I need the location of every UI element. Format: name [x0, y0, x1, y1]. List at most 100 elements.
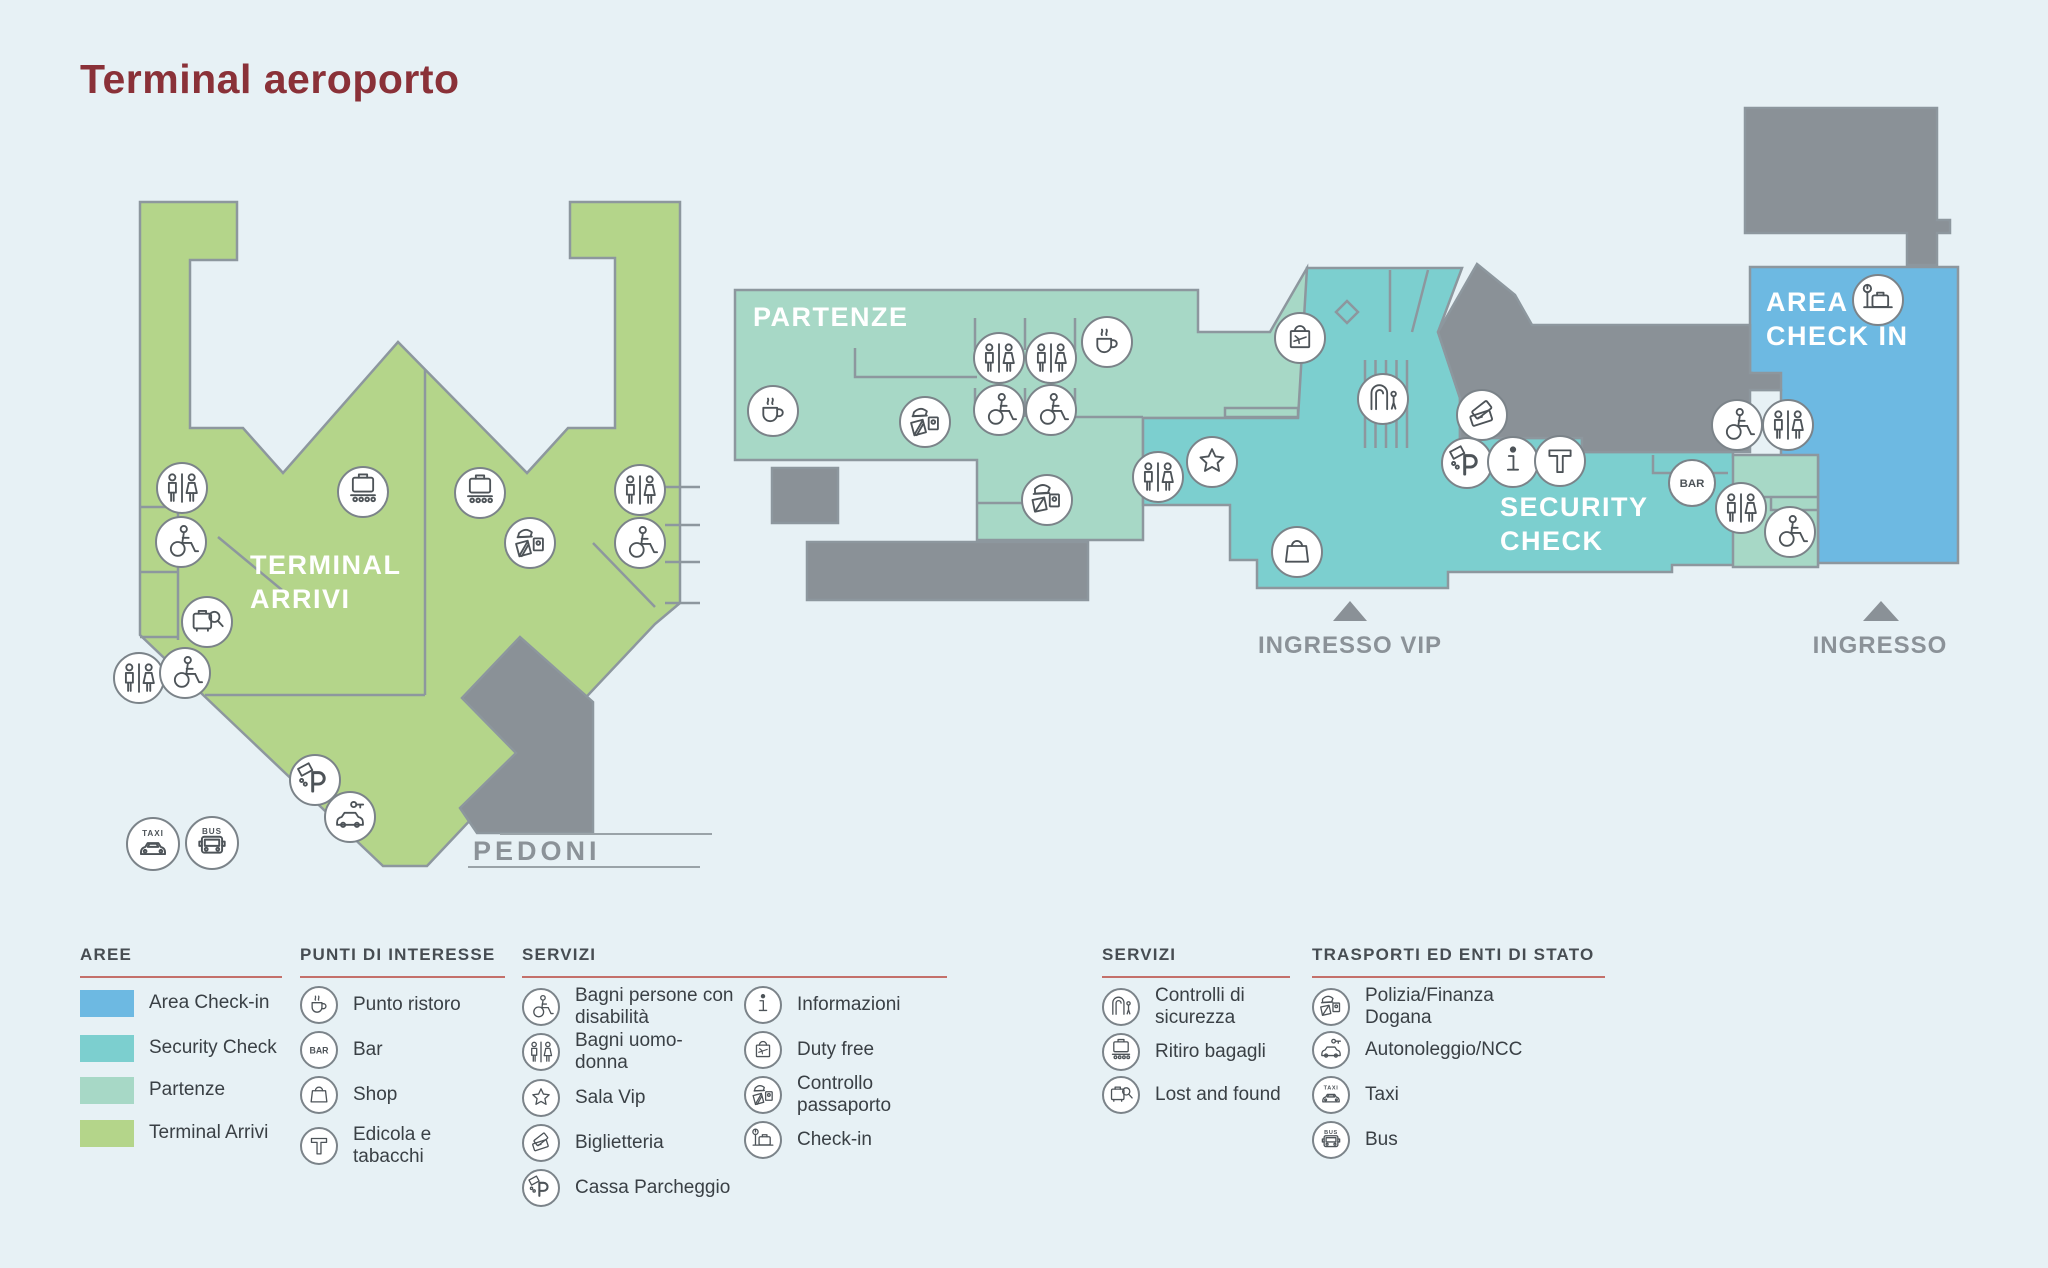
bar-icon	[300, 1031, 338, 1069]
lost-and-found-icon	[181, 596, 233, 648]
legend-item: Polizia/Finanza Dogana	[1312, 985, 1525, 1029]
interior-walls	[140, 269, 1818, 697]
terminal-arrivi-label: TERMINAL ARRIVI	[250, 550, 401, 614]
partenze-label: PARTENZE	[753, 302, 909, 332]
autonoleggio-icon	[1312, 1031, 1350, 1069]
gray-structure	[770, 466, 840, 525]
check-in-icon	[1852, 274, 1904, 326]
taxi-icon: TAXI	[126, 817, 180, 871]
legend-item: Biglietteria	[522, 1121, 664, 1165]
legend-item: Area Check-in	[80, 981, 269, 1025]
controlli-sicurezza-icon	[1357, 373, 1409, 425]
punto-ristoro-icon	[300, 986, 338, 1024]
controlli-sicurezza-icon	[1102, 988, 1140, 1026]
biglietteria-icon	[522, 1124, 560, 1162]
page-title: Terminal aeroporto	[80, 56, 460, 102]
legend-item: Autonoleggio/NCC	[1312, 1028, 1522, 1072]
bagni-icon	[1762, 399, 1814, 451]
area-check-in-label: AREA CHECK IN	[1766, 287, 1909, 351]
sala-vip-icon	[522, 1079, 560, 1117]
controllo-passaporto-icon	[744, 1076, 782, 1114]
legend-servizi-title: SERVIZI	[522, 945, 947, 978]
security-check-swatch	[80, 1034, 134, 1062]
bagni-disabili-icon	[159, 647, 211, 699]
bagni-icon	[156, 462, 208, 514]
legend-punti-title: PUNTI DI INTERESSE	[300, 945, 505, 978]
legend-item: Punto ristoro	[300, 983, 461, 1027]
ingresso-label: INGRESSO	[1812, 632, 1948, 659]
legend-item: Terminal Arrivi	[80, 1111, 268, 1155]
gray-structure-topright	[1743, 106, 1952, 267]
bagni-disabili-icon	[155, 516, 207, 568]
legend-aree-title: AREE	[80, 945, 282, 978]
legend-item: Sala Vip	[522, 1076, 645, 1120]
punto-ristoro-icon	[747, 385, 799, 437]
legend-item: Bagni persone con disabilità	[522, 985, 740, 1029]
cassa-parcheggio-icon	[522, 1169, 560, 1207]
bagni-icon	[113, 652, 165, 704]
ritiro-bagagli-icon	[454, 467, 506, 519]
ritiro-bagagli-icon	[337, 466, 389, 518]
bagni-icon	[1025, 332, 1077, 384]
legend-item: Controlli di sicurezza	[1102, 985, 1275, 1029]
bagni-disabili-icon	[973, 384, 1025, 436]
pedoni-label: PEDONI	[473, 836, 601, 866]
ingresso-vip-arrow	[1333, 601, 1367, 621]
bar-icon: BAR	[1668, 459, 1716, 507]
legend-trasporti-title: TRASPORTI ED ENTI DI STATO	[1312, 945, 1605, 978]
small-diamond-marker	[1334, 299, 1360, 325]
bagni-disabili-icon	[614, 517, 666, 569]
polizia-icon	[1021, 474, 1073, 526]
duty-free-icon	[1274, 312, 1326, 364]
lost-and-found-icon	[1102, 1076, 1140, 1114]
edicola-icon	[300, 1127, 338, 1165]
legend-item: Taxi	[1312, 1073, 1399, 1117]
legend-item: Edicola e tabacchi	[300, 1124, 483, 1168]
bagni-icon	[973, 332, 1025, 384]
sala-vip-icon	[1186, 436, 1238, 488]
controllo-passaporto-icon	[504, 517, 556, 569]
cassa-parcheggio-icon	[1441, 437, 1493, 489]
legend-item: Bagni uomo-donna	[522, 1030, 705, 1074]
bagni-icon	[614, 464, 666, 516]
ingresso-vip-label: INGRESSO VIP	[1257, 632, 1443, 659]
legend-item: Informazioni	[744, 983, 901, 1027]
bagni-disabili-icon	[522, 988, 560, 1026]
legend-item: Cassa Parcheggio	[522, 1166, 730, 1210]
legend-item: Lost and found	[1102, 1073, 1281, 1117]
pedestrian-lines	[468, 833, 712, 868]
informazioni-icon	[1487, 436, 1539, 488]
ingresso-arrow	[1863, 601, 1899, 621]
bus-icon	[1312, 1121, 1350, 1159]
counter-bar	[1223, 406, 1300, 419]
legend-item: Ritiro bagagli	[1102, 1030, 1266, 1074]
legend-item: Shop	[300, 1073, 397, 1117]
ritiro-bagagli-icon	[1102, 1033, 1140, 1071]
legend-item: Bus	[1312, 1118, 1398, 1162]
bagni-disabili-icon	[1711, 399, 1763, 451]
informazioni-icon	[744, 986, 782, 1024]
bagni-disabili-icon	[1025, 384, 1077, 436]
gray-structure-chevron	[458, 635, 595, 835]
legend-item: Bar	[300, 1028, 383, 1072]
security-check-label: SECURITY CHECK	[1500, 492, 1649, 556]
legend-item: Controllo passaporto	[744, 1073, 917, 1117]
bus-icon: BUS	[185, 816, 239, 870]
autonoleggio-icon	[324, 791, 376, 843]
terminal-arrivi-area	[138, 200, 682, 868]
taxi-icon	[1312, 1076, 1350, 1114]
bagni-icon	[522, 1033, 560, 1071]
area-checkin-swatch	[80, 989, 134, 1017]
partenze-swatch	[80, 1076, 134, 1104]
edicola-icon	[1534, 435, 1586, 487]
legend-item: Security Check	[80, 1026, 277, 1070]
check-in-icon	[744, 1121, 782, 1159]
legend-item: Check-in	[744, 1118, 872, 1162]
shop-icon	[300, 1076, 338, 1114]
legend-item: Duty free	[744, 1028, 874, 1072]
bagni-icon	[1715, 482, 1767, 534]
legend-item: Partenze	[80, 1068, 225, 1112]
legend-servizi2-title: SERVIZI	[1102, 945, 1290, 978]
biglietteria-icon	[1456, 389, 1508, 441]
